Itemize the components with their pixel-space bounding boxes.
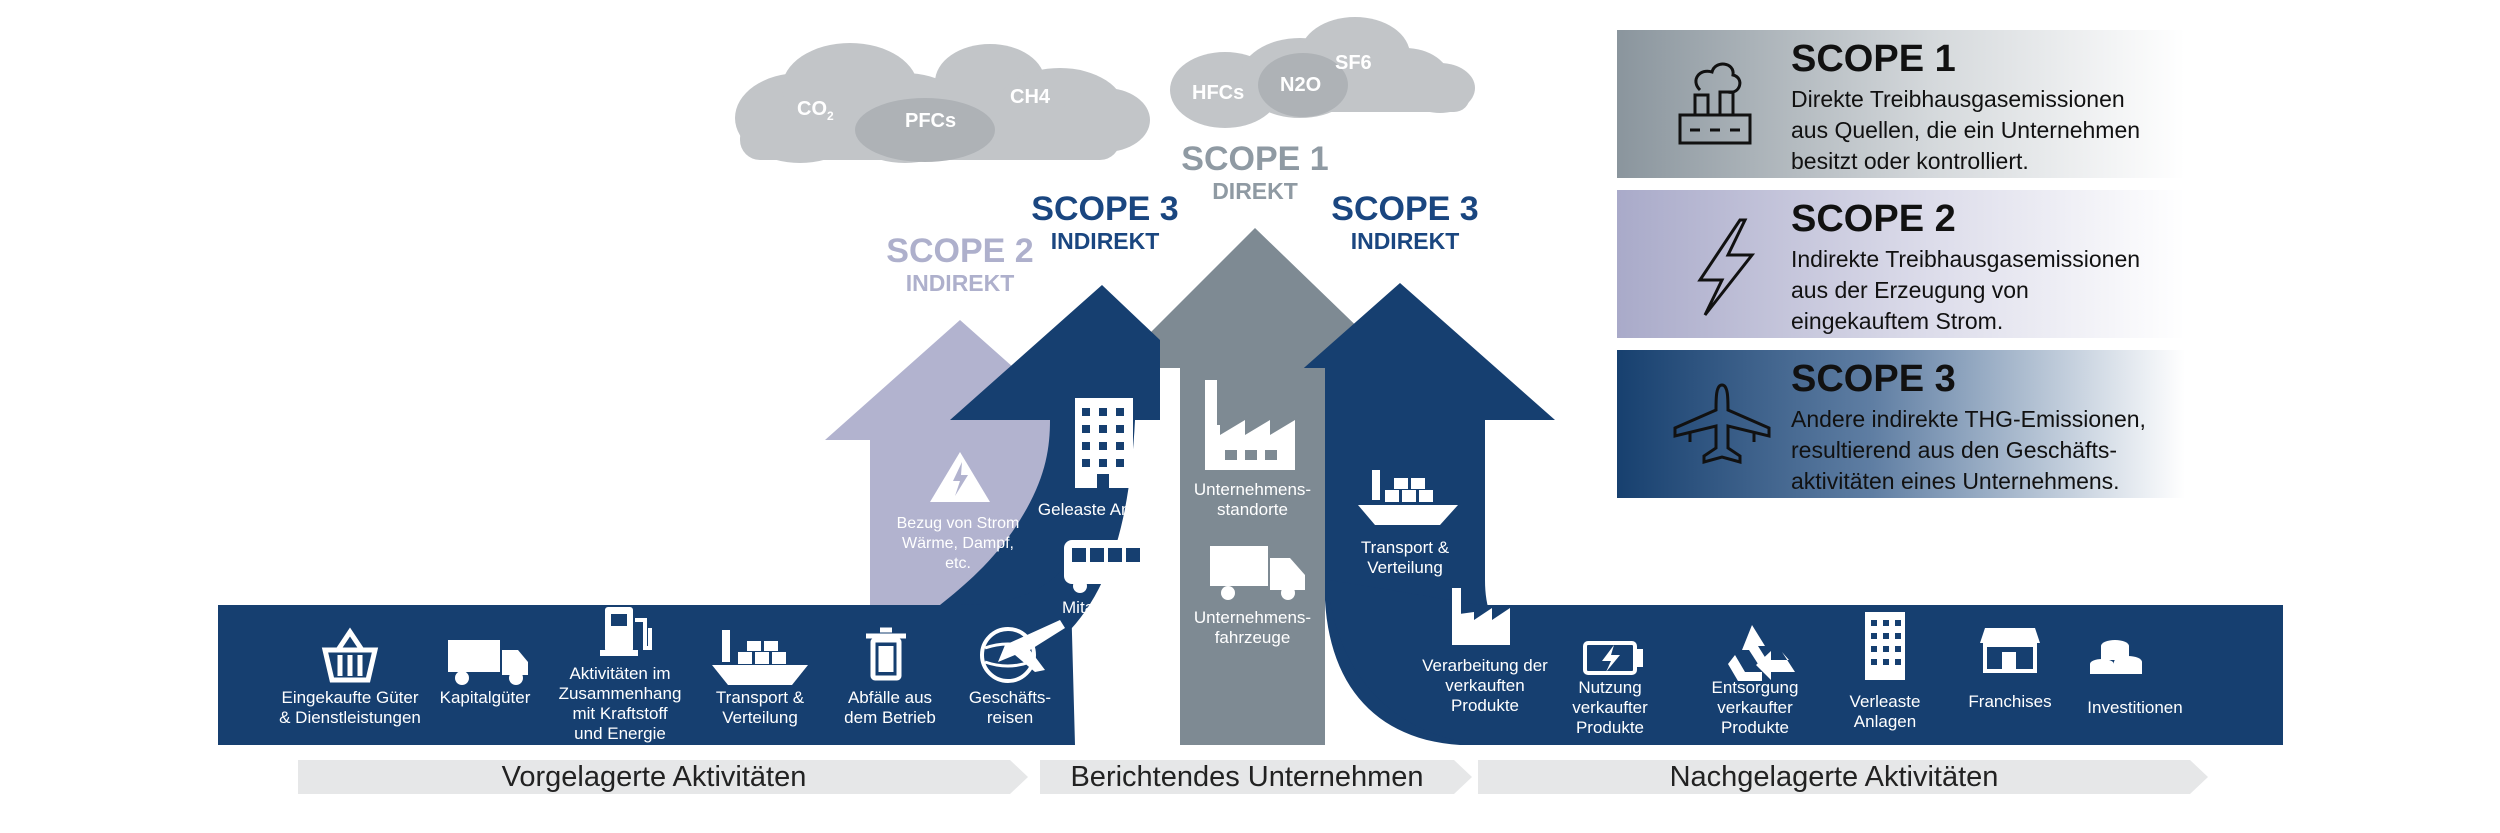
- factory-small-icon: [1452, 588, 1510, 645]
- legend-scope1-title: SCOPE 1: [1791, 38, 1956, 80]
- scope2-sub: INDIREKT: [905, 270, 1015, 296]
- coins-icon: [2090, 640, 2142, 674]
- dump-truck-icon: [448, 640, 528, 685]
- basket-icon: [321, 627, 379, 683]
- label-unternehmensstandorte: Unternehmens- standorte: [1193, 480, 1312, 519]
- scope2-title: SCOPE 2: [886, 232, 1034, 270]
- band-item-kapitalgueter: Kapitalgüter: [439, 688, 531, 707]
- cloud-label-sf6: SF6: [1335, 52, 1372, 75]
- scope1-heading: SCOPE 1 DIREKT: [1150, 140, 1360, 204]
- recycle-icon: [1728, 625, 1795, 681]
- bottom-label-upstream: Vorgelagerte Aktivitäten: [501, 761, 807, 793]
- scope3-right-heading: SCOPE 3 INDIREKT: [1305, 190, 1505, 254]
- cloud-label-n2o: N2O: [1280, 74, 1321, 97]
- scope2-heading: SCOPE 2 INDIREKT: [860, 232, 1060, 296]
- band-item-eingekaufte-gueter: Eingekaufte Güter & Dienstleistungen: [279, 688, 421, 727]
- scope3-right-title: SCOPE 3: [1331, 190, 1479, 228]
- lightning-icon: [1697, 218, 1756, 316]
- band-item-verarbeitung: Verarbeitung der verkauften Produkte: [1422, 656, 1548, 715]
- band-item-nutzung: Nutzung verkaufter Produkte: [1572, 678, 1648, 737]
- scope3-right-sub: INDIREKT: [1350, 228, 1460, 254]
- cloud-label-hfcs: HFCs: [1192, 82, 1244, 105]
- company-bar: [1040, 760, 1472, 794]
- storefront-icon: [1980, 628, 2040, 673]
- airplane-icon: [1673, 383, 1771, 464]
- scope3-left-heading: SCOPE 3 INDIREKT: [1005, 190, 1205, 254]
- factory-smoke-icon: [1678, 62, 1752, 145]
- legend-scope2: SCOPE 2 Indirekte Treibhausgasemissionen…: [1623, 190, 2189, 338]
- cloud-label-ch4: CH4: [1010, 86, 1050, 109]
- legend-scope2-desc: Indirekte Treibhausgasemissionen aus der…: [1791, 246, 2141, 334]
- co2-text: CO2: [797, 98, 834, 123]
- scope3-left-sub: INDIREKT: [1050, 228, 1160, 254]
- band-item-entsorgung: Entsorgung verkaufter Produkte: [1711, 678, 1799, 737]
- downstream-band: [1330, 580, 2283, 745]
- cloud-label-co2: CO2: [797, 98, 834, 123]
- label-geleaste-anlagen: Geleaste Anlagen: [1037, 500, 1173, 519]
- ship-icon-left: [712, 630, 808, 685]
- legend-panel-scope3: [1617, 350, 2185, 498]
- bottom-label-company: Berichtendes Unternehmen: [1070, 761, 1424, 793]
- sf6-text: SF6: [1335, 52, 1372, 74]
- scope3-left-title: SCOPE 3: [1031, 190, 1179, 228]
- legend-scope1: SCOPE 1 Direkte Treibhausgasemissionen a…: [1623, 30, 2189, 178]
- scope1-title: SCOPE 1: [1181, 140, 1329, 178]
- band-item-geschaeftsreisen: Geschäfts- reisen: [968, 688, 1052, 727]
- band-item-verleaste-anlagen: Verleaste Anlagen: [1849, 692, 1921, 731]
- label-strom: Bezug von Strom Wärme, Dampf, etc.: [896, 515, 1020, 572]
- truck-icon: [1210, 546, 1305, 600]
- ship-icon-right: [1358, 470, 1458, 525]
- band-item-kraftstoff-energie: Aktivitäten im Zusammenhang mit Kraftsto…: [558, 664, 682, 743]
- globe-plane-icon: [980, 620, 1065, 683]
- bottom-label-downstream: Nachgelagerte Aktivitäten: [1669, 761, 1999, 793]
- legend-scope1-desc: Direkte Treibhausgasemissionen aus Quell…: [1791, 86, 2141, 174]
- label-unternehmensfahrzeuge: Unternehmens- fahrzeuge: [1193, 608, 1312, 647]
- battery-icon: [1583, 641, 1643, 675]
- band-item-franchises: Franchises: [1968, 692, 2052, 711]
- upstream-bar: [298, 760, 1028, 794]
- band-item-abfaelle: Abfälle aus dem Betrieb: [844, 688, 936, 727]
- legend-scope2-title: SCOPE 2: [1791, 198, 1956, 240]
- legend-scope3: SCOPE 3 Andere indirekte THG-Emissionen,…: [1623, 350, 2189, 498]
- bus-icon: [1064, 540, 1148, 593]
- upstream-band: [218, 560, 1075, 745]
- label-mitarbeiterpendeln: Mitarbeiter- pendeln: [1062, 598, 1148, 637]
- ch4-text: CH4: [1010, 86, 1051, 108]
- legend-scope3-desc: Andere indirekte THG-Emissionen, resulti…: [1791, 406, 2146, 494]
- legend-scope3-title: SCOPE 3: [1791, 358, 1956, 400]
- label-transport-verteilung-right: Transport & Verteilung: [1360, 538, 1450, 577]
- scope1-sub: DIREKT: [1212, 178, 1298, 204]
- legend-panel-scope1: [1617, 30, 2185, 178]
- cloud-label-pfcs: PFCs: [905, 110, 956, 133]
- trash-icon: [866, 627, 906, 681]
- n2o-text: N2O: [1280, 74, 1322, 96]
- hfcs-text: HFCs: [1192, 82, 1245, 104]
- band-item-investitionen: Investitionen: [2087, 698, 2183, 717]
- pfcs-text: PFCs: [905, 110, 957, 132]
- downstream-bar: [1478, 760, 2208, 794]
- band-item-transport-verteilung: Transport & Verteilung: [715, 688, 805, 727]
